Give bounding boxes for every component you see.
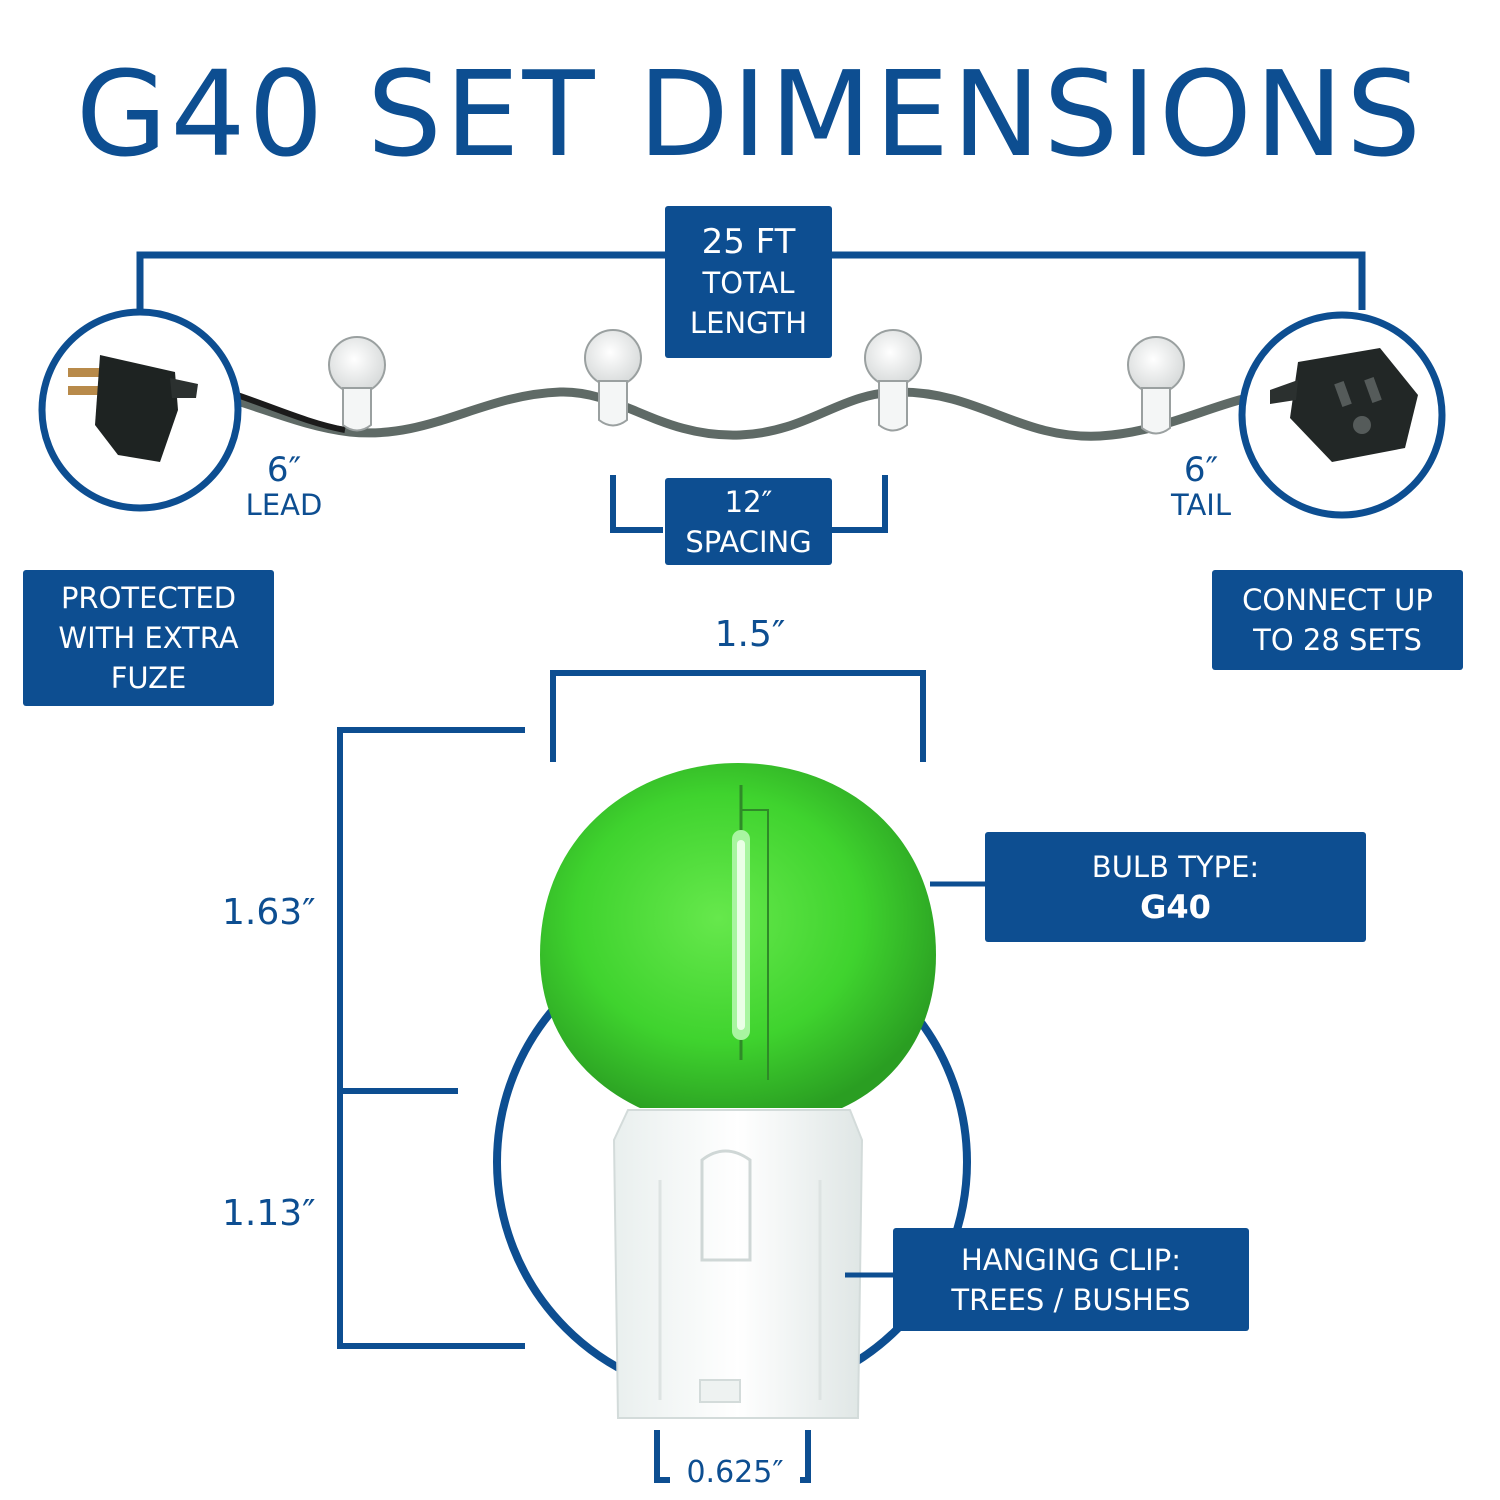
fuse-note-line2: WITH EXTRA bbox=[58, 621, 239, 655]
connect-note-box: CONNECT UP TO 28 SETS bbox=[1212, 570, 1463, 670]
bulb-width-label: 1.5″ bbox=[714, 614, 786, 655]
mini-bulb-3 bbox=[864, 329, 922, 432]
spacing-bracket bbox=[610, 475, 888, 533]
mini-bulb-4 bbox=[1127, 336, 1185, 435]
base-height-label: 1.13″ bbox=[222, 1193, 316, 1234]
height-bracket bbox=[337, 727, 525, 1349]
bulb-type-value: G40 bbox=[1140, 888, 1211, 926]
total-length-line2: LENGTH bbox=[689, 306, 808, 340]
bulb-type-label: BULB TYPE: bbox=[1091, 850, 1260, 884]
spacing-box: 12″ SPACING bbox=[665, 478, 832, 565]
bulb-type-box: BULB TYPE: G40 bbox=[985, 832, 1366, 942]
lead-value: 6″ bbox=[266, 450, 302, 490]
total-length-box: 25 FT TOTAL LENGTH bbox=[665, 206, 832, 358]
fuse-note-line3: FUZE bbox=[110, 661, 187, 695]
hanging-clip-box: HANGING CLIP: TREES / BUSHES bbox=[893, 1228, 1249, 1331]
total-length-line1: TOTAL bbox=[702, 266, 795, 300]
lead-text: LEAD bbox=[245, 488, 323, 522]
fuse-note-box: PROTECTED WITH EXTRA FUZE bbox=[23, 570, 274, 706]
tail-text: TAIL bbox=[1170, 488, 1231, 522]
spacing-value: 12″ bbox=[724, 484, 773, 519]
mini-bulb-1 bbox=[328, 336, 386, 432]
total-length-value: 25 FT bbox=[701, 222, 796, 262]
plug-icon bbox=[38, 308, 242, 512]
page-title: G40 SET DIMENSIONS bbox=[75, 45, 1425, 183]
mini-bulb-2 bbox=[584, 329, 642, 427]
connect-note-line1: CONNECT UP bbox=[1242, 583, 1433, 617]
tail-value: 6″ bbox=[1183, 450, 1219, 490]
bulb-width-bracket bbox=[550, 670, 926, 762]
base-width-label: 0.625″ bbox=[670, 1455, 800, 1490]
fuse-note-line1: PROTECTED bbox=[60, 581, 237, 615]
hanging-clip-line2: TREES / BUSHES bbox=[951, 1282, 1191, 1317]
lead-label: 6″ LEAD bbox=[232, 452, 336, 522]
socket-icon bbox=[1238, 311, 1446, 519]
bulb-icon bbox=[540, 763, 936, 1419]
tail-label: 6″ TAIL bbox=[1155, 452, 1247, 522]
globe-height-label: 1.63″ bbox=[222, 892, 316, 933]
total-length-bracket bbox=[136, 251, 1366, 310]
string-wire bbox=[175, 383, 1285, 441]
spacing-text: SPACING bbox=[685, 524, 812, 559]
connect-note-line2: TO 28 SETS bbox=[1253, 623, 1422, 657]
hanging-clip-line1: HANGING CLIP: bbox=[961, 1242, 1181, 1277]
